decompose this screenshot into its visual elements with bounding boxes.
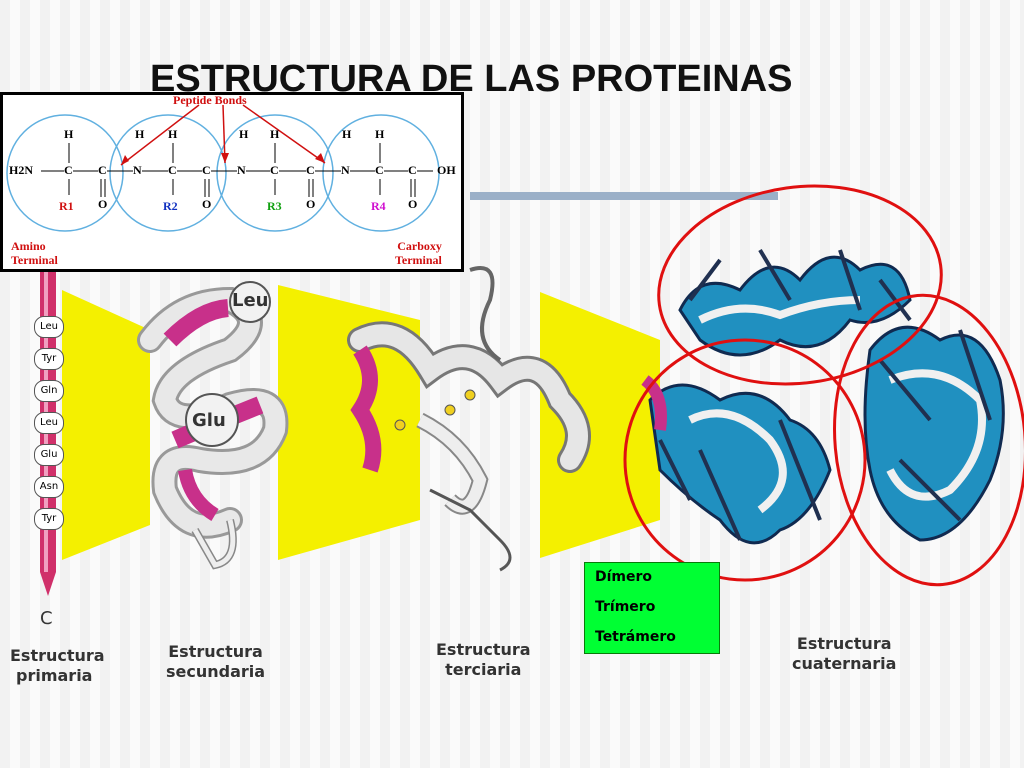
n-atom: N — [341, 163, 350, 178]
h-atom: H — [64, 127, 74, 141]
h-atom: H — [270, 127, 280, 141]
oligomer-dimer: Dímero — [595, 569, 653, 585]
funnel-primary-to-secondary — [62, 290, 150, 560]
c-atom: C — [98, 163, 107, 178]
o-atom: O — [408, 197, 418, 211]
h-atom: H — [135, 127, 145, 141]
oligomer-tetramer: Tetrámero — [595, 629, 676, 645]
n-atom: N — [237, 163, 246, 178]
c-atom: C — [375, 163, 384, 178]
stage-label-tertiary: Estructura terciaria — [436, 640, 531, 679]
funnel-secondary-to-tertiary — [278, 285, 420, 560]
ring-right — [833, 293, 1024, 587]
residue-r3: R3 — [267, 199, 282, 213]
title-underline-bar — [470, 192, 778, 200]
carboxy-terminal-label: Carboxy Terminal — [395, 239, 442, 267]
c-atom: C — [202, 163, 211, 178]
h-atom: H — [168, 127, 178, 141]
quaternary-structure — [623, 184, 1024, 587]
oligomer-box: Dímero Trímero Tetrámero — [584, 562, 720, 654]
o-atom: O — [306, 197, 316, 211]
subunit-top — [678, 248, 912, 357]
o-atom: O — [98, 197, 108, 211]
amino-group: H2N — [9, 163, 33, 177]
amino-acid-circle: Glu — [34, 444, 64, 466]
amino-acid-circle: Leu — [34, 316, 64, 338]
c-atom: C — [64, 163, 73, 178]
h-atom: H — [239, 127, 249, 141]
peptide-bond-inset: Peptide Bonds H H H H H H H H2N C C N C … — [0, 92, 464, 272]
stage-label-primary: Estructura primaria — [10, 646, 105, 685]
subunit-left — [641, 375, 832, 545]
residue-r2: R2 — [163, 199, 178, 213]
subunit-right — [863, 325, 1005, 542]
peptide-bond-diagram — [6, 104, 440, 232]
peptide-bonds-heading: Peptide Bonds — [173, 93, 247, 107]
carboxyl-group: OH — [437, 163, 456, 177]
amino-acid-circle: Leu — [34, 412, 64, 434]
residue-r4: R4 — [371, 199, 386, 213]
secondary-label-leu: Leu — [232, 290, 269, 311]
o-atom: O — [202, 197, 212, 211]
amino-acid-circle: Asn — [34, 476, 64, 498]
amino-acid-circle: Gln — [34, 380, 64, 402]
h-atom: H — [342, 127, 352, 141]
funnel-tertiary-to-quaternary — [540, 292, 660, 558]
secondary-helix — [137, 281, 289, 570]
amino-acid-circle: Tyr — [34, 348, 64, 370]
ring-top — [657, 184, 943, 386]
stage-label-secondary: Estructura secundaria — [166, 642, 266, 681]
c-atom: C — [270, 163, 279, 178]
secondary-label-glu: Glu — [192, 410, 226, 431]
oligomer-trimer: Trímero — [595, 599, 656, 615]
c-atom: C — [306, 163, 315, 178]
h-atom: H — [375, 127, 385, 141]
n-atom: N — [133, 163, 142, 178]
tertiary-structure — [347, 266, 591, 572]
amino-acid-circle: Tyr — [34, 508, 64, 530]
stage-label-quaternary: Estructura cuaternaria — [792, 634, 897, 673]
amino-terminal-label: Amino Terminal — [11, 239, 58, 267]
c-atom: C — [168, 163, 177, 178]
residue-r1: R1 — [59, 199, 74, 213]
c-terminus-label: C — [40, 608, 53, 629]
c-atom: C — [408, 163, 417, 178]
